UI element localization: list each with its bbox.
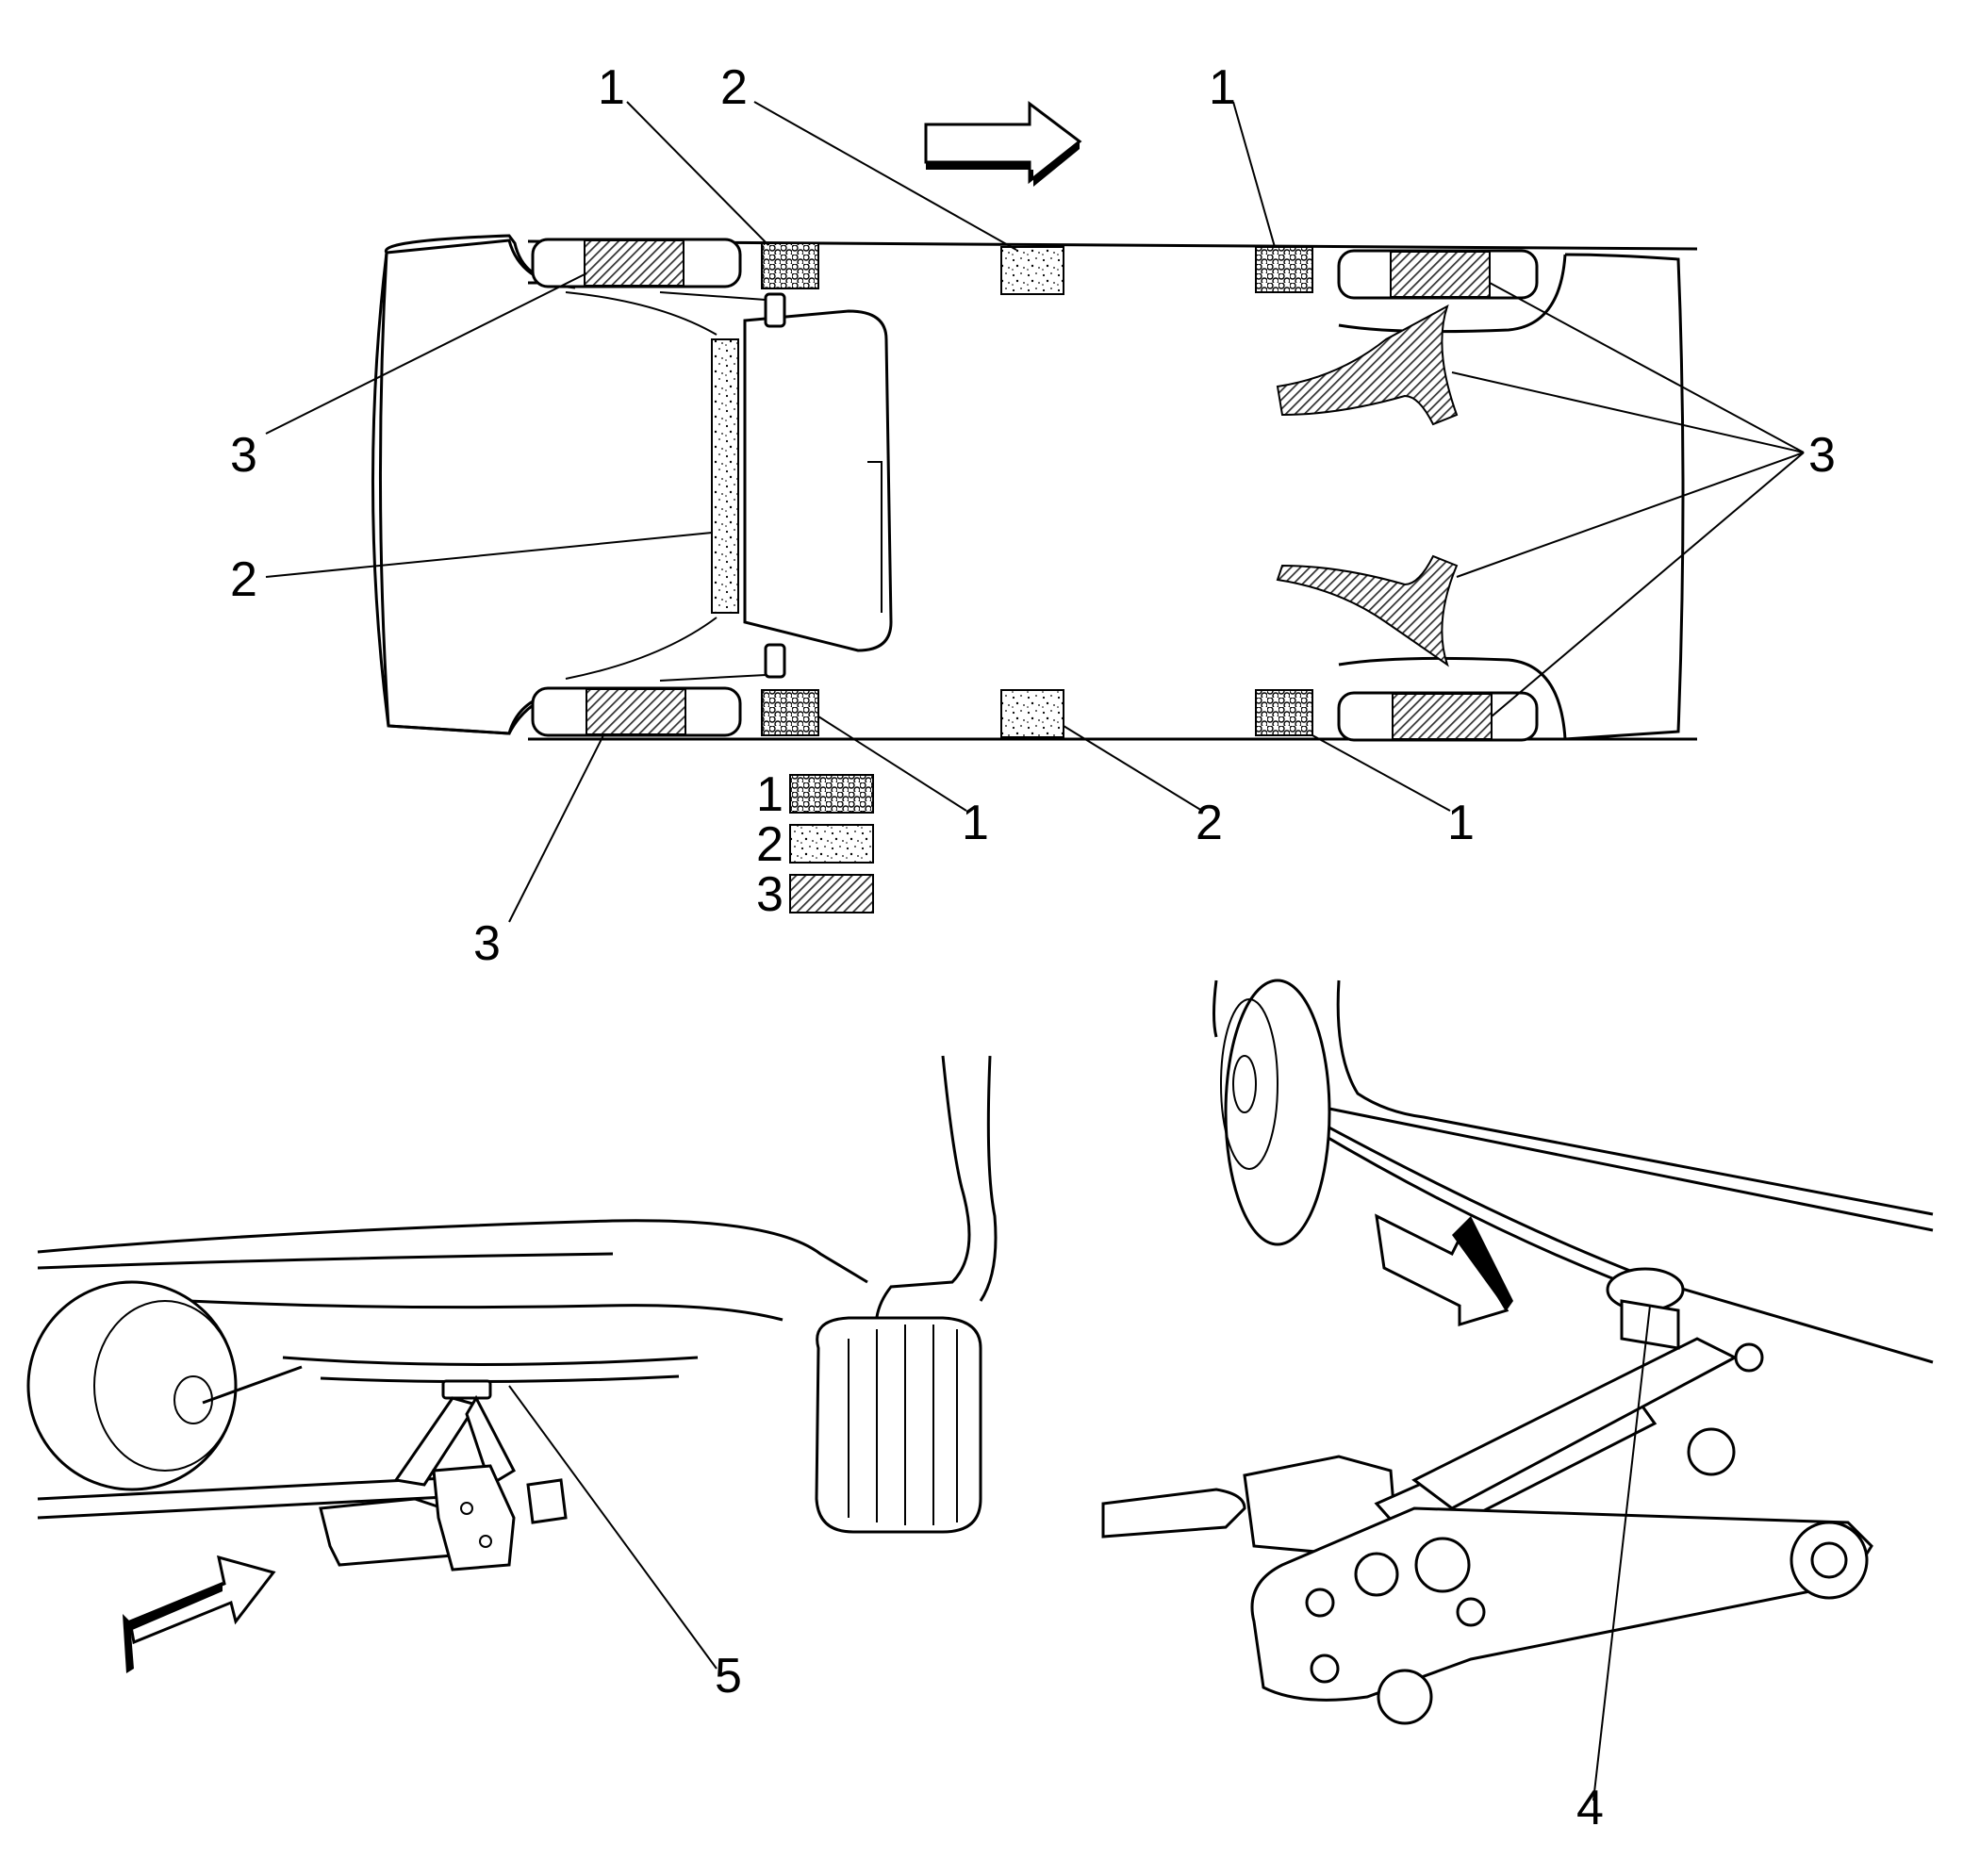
floor-jack-scene: 4: [1101, 979, 1934, 1835]
direction-arrow-icon: [123, 1555, 276, 1673]
legend-swatch-3: [789, 874, 874, 913]
legend-label-3: 3: [756, 867, 784, 922]
legend-swatch-1: [789, 774, 874, 814]
rear-axle-arm-right: [1276, 554, 1459, 667]
vehicle-underside-plan: 1 2 3 1 2 1 3 2 3 3 1 2 1: [230, 60, 1836, 971]
bottle-jack-scene: 5: [26, 1055, 998, 1703]
callout-4: 4: [1576, 1781, 1604, 1835]
rear-axle-arm-left: [1276, 304, 1459, 426]
callout-1-top-left: 1: [598, 60, 625, 115]
callout-1-bottom-mid: 1: [962, 796, 989, 850]
bottle-jack-icon: [319, 1379, 568, 1572]
callout-3-right: 3: [1808, 428, 1836, 483]
leader-lines: [265, 101, 1805, 923]
legend-label-2: 2: [756, 817, 784, 872]
callout-3-left-lower: 3: [473, 916, 501, 971]
legend-swatch-2: [789, 824, 874, 864]
callout-2-top: 2: [720, 60, 748, 115]
legend: 1 2 3: [756, 767, 874, 922]
direction-arrow-icon: [924, 100, 1082, 187]
callout-1-bottom-right: 1: [1447, 796, 1475, 850]
callout-3-left-upper: 3: [230, 428, 257, 483]
callout-2-bottom: 2: [1196, 796, 1223, 850]
front-tire: [815, 1316, 982, 1534]
front-tire-right-scene: [1224, 979, 1331, 1246]
jack-frame: [1250, 1506, 1873, 1702]
callout-1-top-right: 1: [1209, 60, 1236, 115]
front-crossmember-lift-point: [711, 338, 739, 614]
rear-tire: [26, 1280, 238, 1491]
floor-jack-icon: [1101, 1267, 1873, 1725]
direction-arrow-icon: [1375, 1213, 1513, 1327]
engine-cradle: [743, 309, 893, 652]
legend-label-1: 1: [756, 767, 784, 822]
callout-5: 5: [715, 1649, 742, 1703]
callout-2-left: 2: [230, 552, 257, 607]
